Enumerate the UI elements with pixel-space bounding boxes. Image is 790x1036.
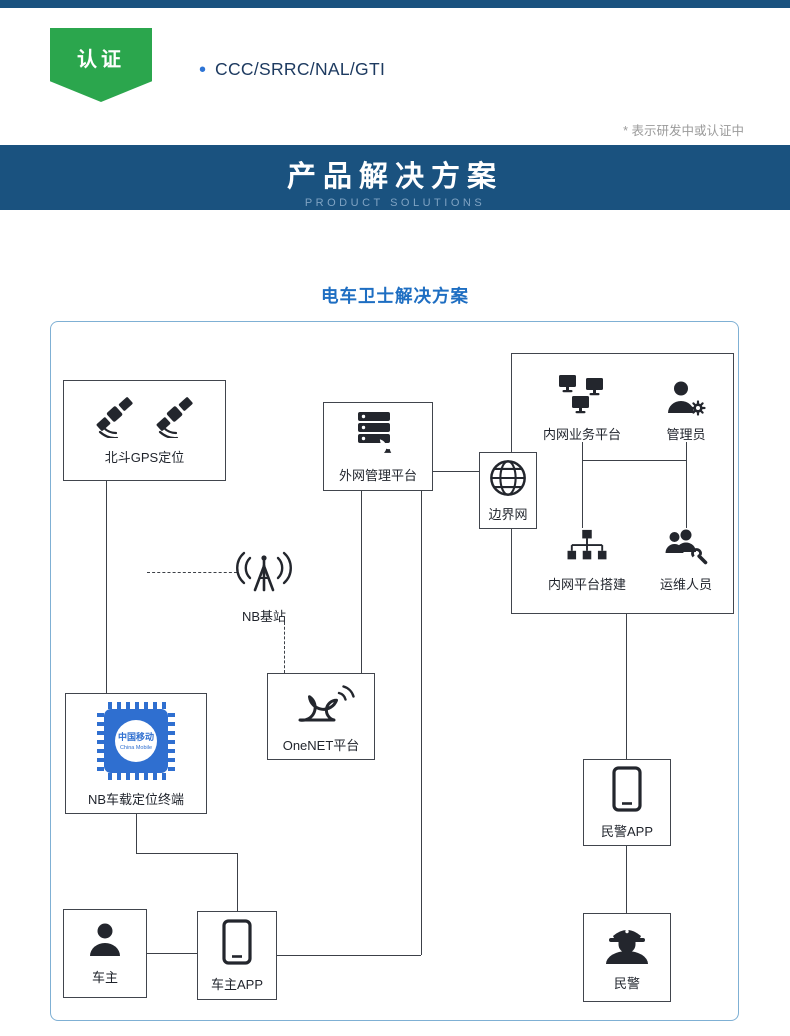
node-nb-station: NB基站 (224, 550, 304, 625)
certification-ribbon: 认证 (50, 28, 152, 102)
china-mobile-logo-cn: 中国移动 (118, 731, 154, 742)
connector-intranet-policeapp (626, 614, 627, 759)
monitors-icon (559, 375, 603, 414)
connector-terminal-across (136, 853, 238, 854)
admin-person-icon (668, 381, 706, 416)
node-intranet-group: 内网业务平台 管理员 (511, 353, 734, 614)
node-nb-terminal: 中国移动 China Mobile NB车载定位终端 (65, 693, 207, 814)
node-admin: 管理员 (636, 380, 736, 443)
smartphone-icon (222, 918, 252, 965)
connector-policeapp-police (626, 846, 627, 913)
connector-terminal-ownerapp (237, 853, 238, 911)
wrench-icon (691, 548, 708, 565)
node-label: 车主APP (210, 976, 263, 992)
node-label: NB基站 (241, 609, 287, 624)
node-beidou-gps: 北斗GPS定位 (63, 380, 226, 481)
node-intranet-business: 内网业务平台 (522, 374, 642, 443)
node-label: 外网管理平台 (338, 467, 417, 483)
node-owner-app: 车主APP (197, 911, 277, 1000)
server-cloud-icon (358, 411, 399, 455)
node-police: 民警 (583, 913, 671, 1002)
gear-icon (690, 400, 706, 416)
node-label: NB车载定位终端 (87, 792, 185, 807)
certification-text: CCC/SRRC/NAL/GTI (215, 59, 386, 79)
node-label: 内网业务平台 (542, 427, 621, 442)
bullet-dot: • (199, 58, 207, 81)
chip-icon: 中国移动 China Mobile (97, 702, 175, 780)
section-banner: 产品解决方案 PRODUCT SOLUTIONS (0, 145, 790, 210)
china-mobile-logo (115, 720, 157, 762)
connector-station-onenet-dashed (284, 622, 285, 673)
node-intranet-build: 内网平台搭建 (527, 528, 647, 593)
network-tree-icon (567, 529, 607, 560)
certification-list-item: • CCC/SRRC/NAL/GTI (199, 59, 385, 80)
node-label: 民警APP (600, 823, 653, 839)
connector-tree-left (582, 442, 583, 528)
connector-gps-terminal (106, 481, 107, 693)
connector-radio-link-dashed (147, 572, 237, 573)
banner-title: 产品解决方案 (286, 161, 503, 193)
node-label: 边界网 (488, 507, 528, 522)
china-mobile-logo-en: China Mobile (120, 745, 152, 751)
node-ops-staff: 运维人员 (636, 528, 736, 593)
globe-icon (490, 460, 526, 496)
node-label: 民警 (613, 975, 640, 991)
node-label: 运维人员 (659, 577, 712, 592)
node-label: OneNET平台 (282, 737, 360, 753)
connector-ownerapp-extranet-riser (421, 491, 422, 955)
footnote: * 表示研发中或认证中 (623, 124, 744, 138)
connector-ownerapp-extranet (277, 955, 421, 956)
connector-owner-ownerapp (147, 953, 197, 954)
connector-extranet-border (433, 471, 479, 472)
node-label: 管理员 (666, 427, 706, 442)
connector-tree-right (686, 442, 687, 528)
certification-ribbon-label: 认证 (77, 49, 125, 71)
node-label: 内网平台搭建 (547, 577, 626, 592)
node-extranet-platform: 外网管理平台 (323, 402, 433, 491)
node-label: 北斗GPS定位 (104, 449, 185, 465)
police-officer-icon (606, 929, 648, 964)
connector-terminal-down (136, 814, 137, 853)
top-accent-bar (0, 0, 790, 8)
antenna-icon (236, 551, 292, 592)
node-onenet: OneNET平台 (267, 673, 375, 760)
solution-diagram: 北斗GPS定位 外网管理平台 边界网 (50, 321, 739, 1021)
satellite-icons (92, 396, 198, 438)
banner-subtitle: PRODUCT SOLUTIONS (304, 197, 486, 209)
node-label: 车主 (91, 969, 118, 985)
node-border-network: 边界网 (479, 452, 537, 529)
node-police-app: 民警APP (583, 759, 671, 846)
satellite-icon (156, 396, 193, 438)
node-owner: 车主 (63, 909, 147, 998)
smartphone-icon (612, 765, 642, 812)
cloud-icon (298, 684, 355, 722)
satellite-icon (96, 396, 133, 438)
connector-extranet-onenet (361, 491, 362, 673)
diagram-title: 电车卫士解决方案 (321, 286, 469, 306)
ops-people-icon (665, 529, 708, 565)
person-icon (90, 923, 120, 956)
connector-tree-cross (582, 460, 687, 461)
